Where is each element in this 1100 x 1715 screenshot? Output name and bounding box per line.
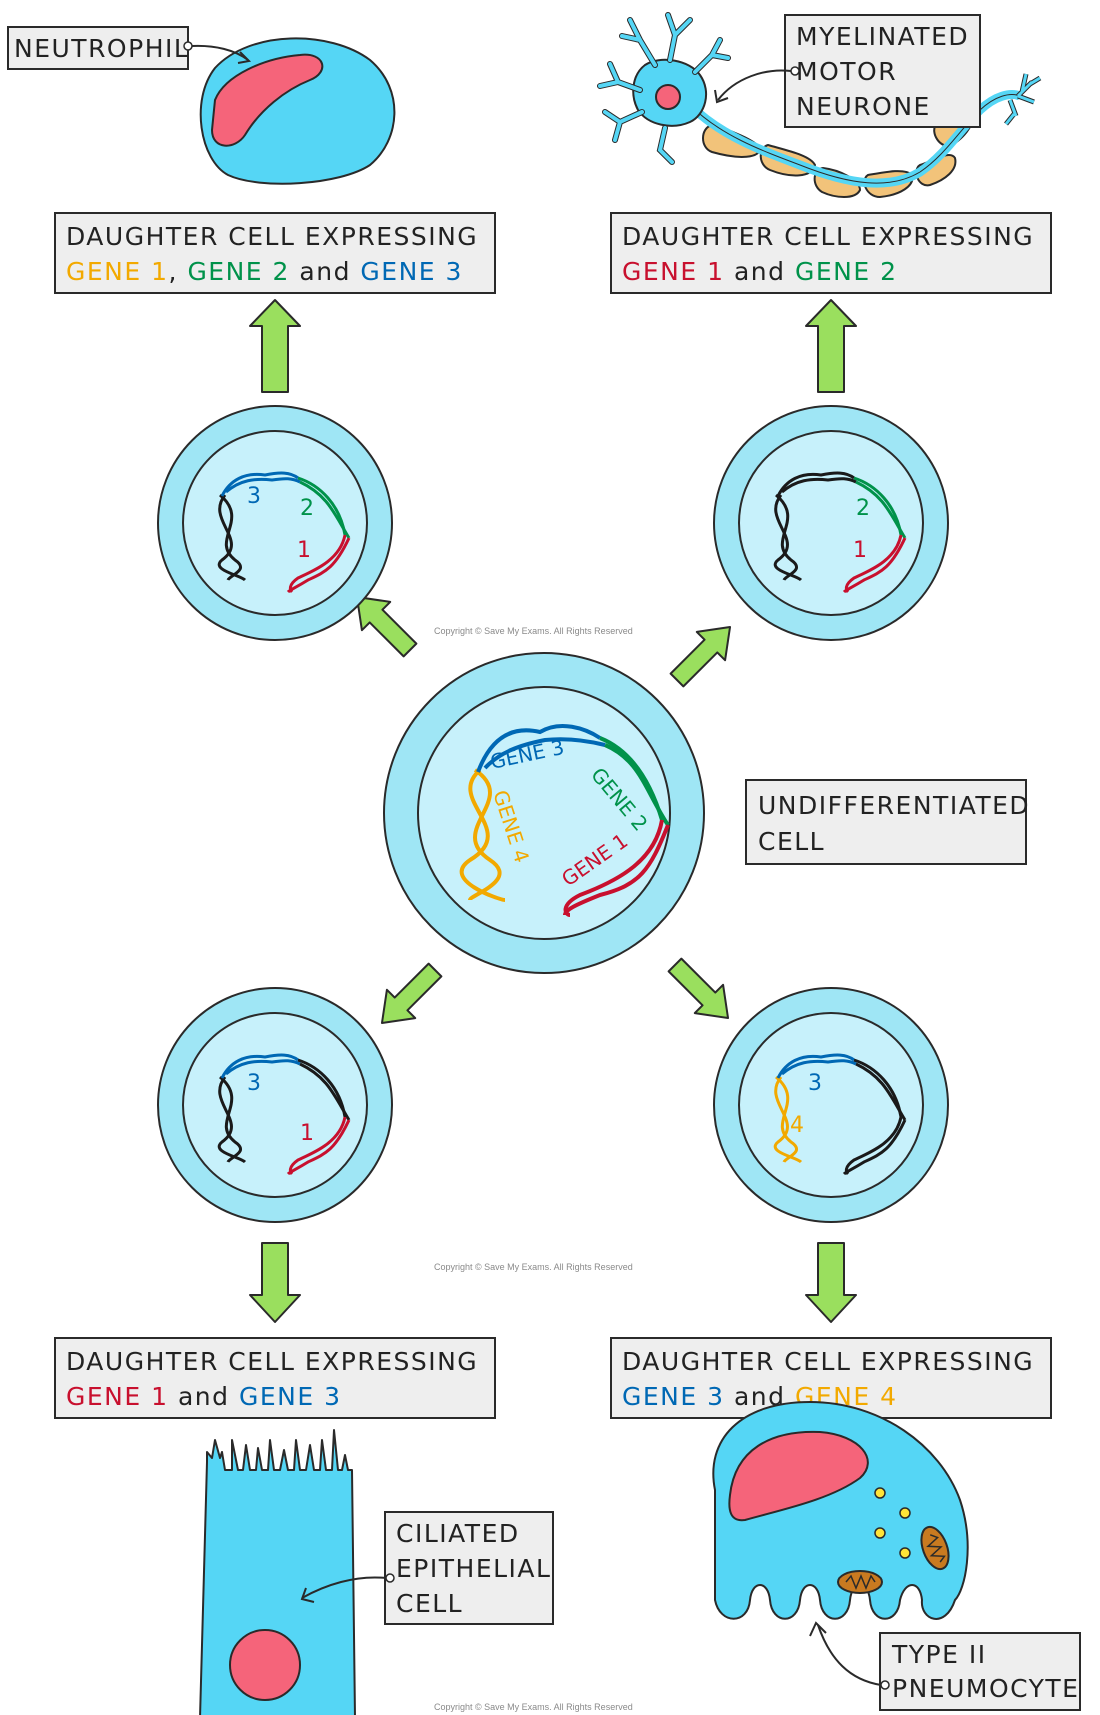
- box-bl-and: and: [178, 1382, 230, 1411]
- svg-text:GENE 1, GENE 2 and: GENE 1, GENE 2 and GENE 3: [66, 257, 463, 286]
- neurone-label-line1: MYELINATED: [796, 22, 969, 51]
- neurone-label-line3: NEURONE: [796, 92, 931, 121]
- box-bl-line1: DAUGHTER CELL EXPRESSING: [66, 1347, 478, 1376]
- box-top-right: DAUGHTER CELL EXPRESSING GENE 1 and GENE…: [610, 212, 1052, 294]
- ciliated-label-line2: EPITHELIAL: [396, 1554, 551, 1583]
- svg-text:GENE 3 and GENE 4: GENE 3 and GENE 4: [622, 1382, 898, 1411]
- neutrophil-illustration: [199, 37, 396, 185]
- copyright-1: Copyright © Save My Exams. All Rights Re…: [434, 626, 633, 636]
- tl-num-1: 1: [297, 538, 311, 563]
- br-num-4: 4: [790, 1113, 804, 1138]
- bl-num-1: 1: [300, 1121, 314, 1146]
- br-num-3: 3: [808, 1071, 822, 1096]
- neutrophil-label-box: NEUTROPHIL: [7, 26, 252, 70]
- box-tl-line1: DAUGHTER CELL EXPRESSING: [66, 222, 478, 251]
- copyright-3: Copyright © Save My Exams. All Rights Re…: [434, 1702, 633, 1712]
- undifferentiated-label-line2: CELL: [758, 827, 825, 856]
- box-bl-gene1: GENE 1: [66, 1382, 169, 1411]
- tl-num-2: 2: [300, 496, 314, 521]
- arrow-down-right: [805, 1242, 857, 1323]
- daughter-cell-top-left: 3 2 1: [157, 405, 393, 641]
- ciliated-epithelial-illustration: [199, 1429, 356, 1715]
- copyright-2: Copyright © Save My Exams. All Rights Re…: [434, 1262, 633, 1272]
- arrow-diag-up-right: [669, 625, 732, 688]
- svg-text:GENE 1 and GENE 2: GENE 1 and GENE 2: [622, 257, 898, 286]
- undifferentiated-label-line1: UNDIFFERENTIATED: [758, 791, 1030, 820]
- box-tl-comma: ,: [169, 257, 178, 286]
- pneumocyte-label-line2: PNEUMOCYTE: [892, 1674, 1079, 1703]
- box-br-line1: DAUGHTER CELL EXPRESSING: [622, 1347, 1034, 1376]
- motor-neurone-label-box: MYELINATED MOTOR NEURONE: [714, 14, 981, 128]
- neutrophil-label: NEUTROPHIL: [14, 34, 189, 63]
- box-tl-gene2: GENE 2: [187, 257, 290, 286]
- box-tl-gene3: GENE 3: [360, 257, 463, 286]
- bl-num-3: 3: [247, 1071, 261, 1096]
- box-tl-gene1: GENE 1: [66, 257, 169, 286]
- neurone-label-line2: MOTOR: [796, 57, 897, 86]
- svg-text:GENE 1 and GENE 3: GENE 1 and GENE 3: [66, 1382, 342, 1411]
- arrow-diag-down-right: [667, 957, 730, 1020]
- arrow-up-left: [249, 299, 301, 393]
- box-tr-gene1: GENE 1: [622, 257, 725, 286]
- box-bl-gene3: GENE 3: [239, 1382, 342, 1411]
- arrow-diag-up-left: [355, 595, 418, 658]
- mitochondrion-2: [837, 1570, 883, 1594]
- box-br-gene3: GENE 3: [622, 1382, 725, 1411]
- pneumocyte-label-box: TYPE II PNEUMOCYTE: [809, 1621, 1081, 1711]
- undifferentiated-label-box: UNDIFFERENTIATED CELL: [745, 779, 1030, 865]
- tr-num-1: 1: [853, 538, 867, 563]
- pneumocyte-illustration: [712, 1401, 969, 1620]
- box-tl-and: and: [299, 257, 351, 286]
- tl-num-3: 3: [247, 484, 261, 509]
- box-tr-line1: DAUGHTER CELL EXPRESSING: [622, 222, 1034, 251]
- daughter-cell-top-right: 2 1: [713, 405, 949, 641]
- arrow-down-left: [249, 1242, 301, 1323]
- ciliated-epithelial-label-box: CILIATED EPITHELIAL CELL: [300, 1511, 554, 1625]
- mitochondrion-1: [920, 1525, 950, 1571]
- box-tr-and: and: [734, 257, 786, 286]
- box-top-left: DAUGHTER CELL EXPRESSING GENE 1, GENE 2 …: [54, 212, 496, 294]
- ciliated-label-line1: CILIATED: [396, 1519, 520, 1548]
- daughter-cell-bottom-right: 3 4: [713, 987, 949, 1223]
- pneumocyte-label-line1: TYPE II: [891, 1640, 987, 1669]
- ciliated-label-line3: CELL: [396, 1589, 463, 1618]
- tr-num-2: 2: [856, 496, 870, 521]
- box-tr-gene2: GENE 2: [795, 257, 898, 286]
- daughter-cell-bottom-left: 3 1: [157, 987, 393, 1223]
- arrow-diag-down-left: [380, 962, 443, 1025]
- arrow-up-right: [805, 299, 857, 393]
- undifferentiated-cell: GENE 3 GENE 2 GENE 4 GENE 1: [383, 652, 705, 974]
- box-bottom-left: DAUGHTER CELL EXPRESSING GENE 1 and GENE…: [54, 1337, 496, 1419]
